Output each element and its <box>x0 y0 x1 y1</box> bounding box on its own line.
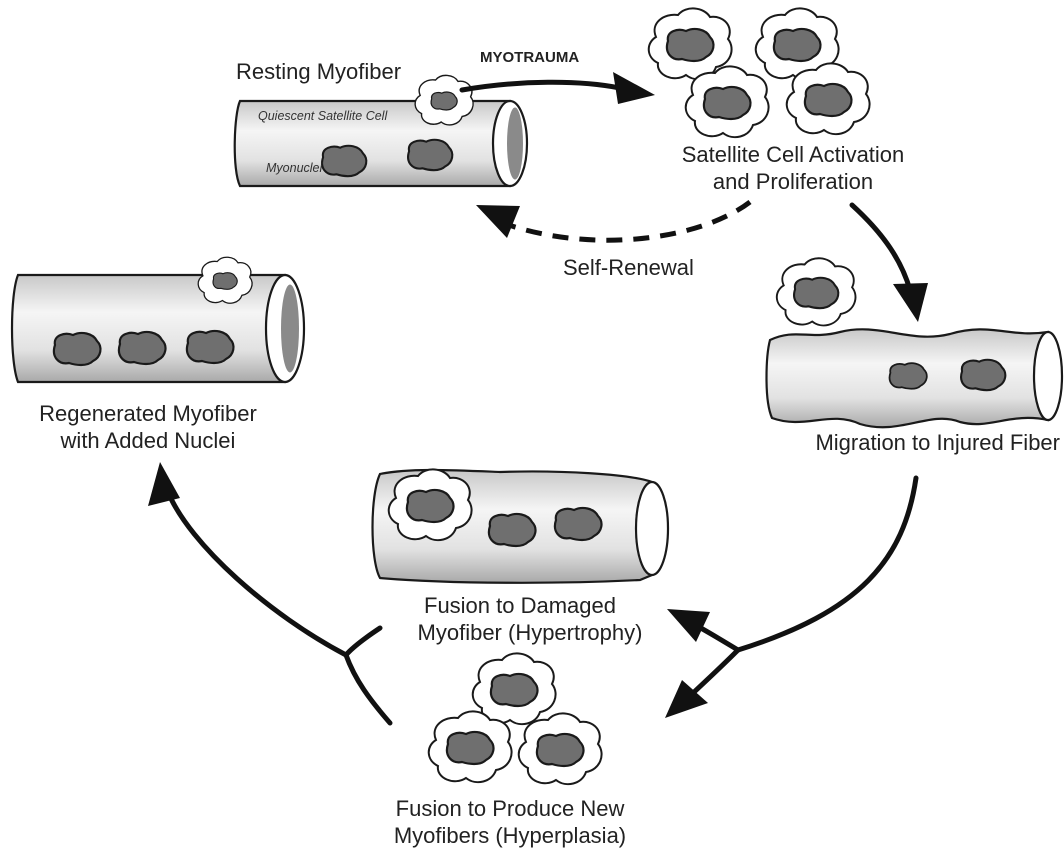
quiescent-satellite-cell-label: Quiescent Satellite Cell <box>258 109 388 123</box>
regenerated-label-line1: Regenerated Myofiber <box>39 401 257 426</box>
resting-myofiber-label: Resting Myofiber <box>236 59 401 84</box>
myonucleus-2 <box>407 138 454 172</box>
migration-to-fusion-arrow <box>735 475 919 653</box>
injured-fiber <box>765 328 1064 429</box>
fusion-damaged-arrow <box>667 609 741 653</box>
myotrauma-arrow <box>459 72 655 104</box>
activation-to-migration-arrow <box>849 202 928 322</box>
self-renewal-arrow <box>476 200 752 243</box>
self-renewal-label: Self-Renewal <box>563 255 694 280</box>
fusion-new-arrow <box>665 647 741 718</box>
myonucleus-1 <box>321 144 368 178</box>
to-regenerated-arrow <box>148 462 393 726</box>
resting-myofiber <box>233 74 529 188</box>
myotrauma-label: MYOTRAUMA <box>480 49 579 66</box>
fusion-damaged-label-line2: Myofiber (Hypertrophy) <box>418 620 643 645</box>
activation-label-line1: Satellite Cell Activation <box>682 142 905 167</box>
myonuclei-label: Myonuclei <box>266 161 323 175</box>
regenerated-label-line2: with Added Nuclei <box>60 428 236 453</box>
damaged-myofiber <box>371 468 670 584</box>
activation-label-line2: and Proliferation <box>713 169 873 194</box>
migrating-satellite-cell <box>775 257 857 327</box>
activated-satellite-cells <box>647 7 871 139</box>
fusion-new-label-line1: Fusion to Produce New <box>396 796 625 821</box>
regenerated-myofiber <box>10 256 306 384</box>
hyperplasia-cells <box>427 652 603 786</box>
migration-label: Migration to Injured Fiber <box>815 430 1060 455</box>
fusion-new-label-line2: Myofibers (Hyperplasia) <box>394 823 626 848</box>
fusion-damaged-label-line1: Fusion to Damaged <box>424 593 616 618</box>
